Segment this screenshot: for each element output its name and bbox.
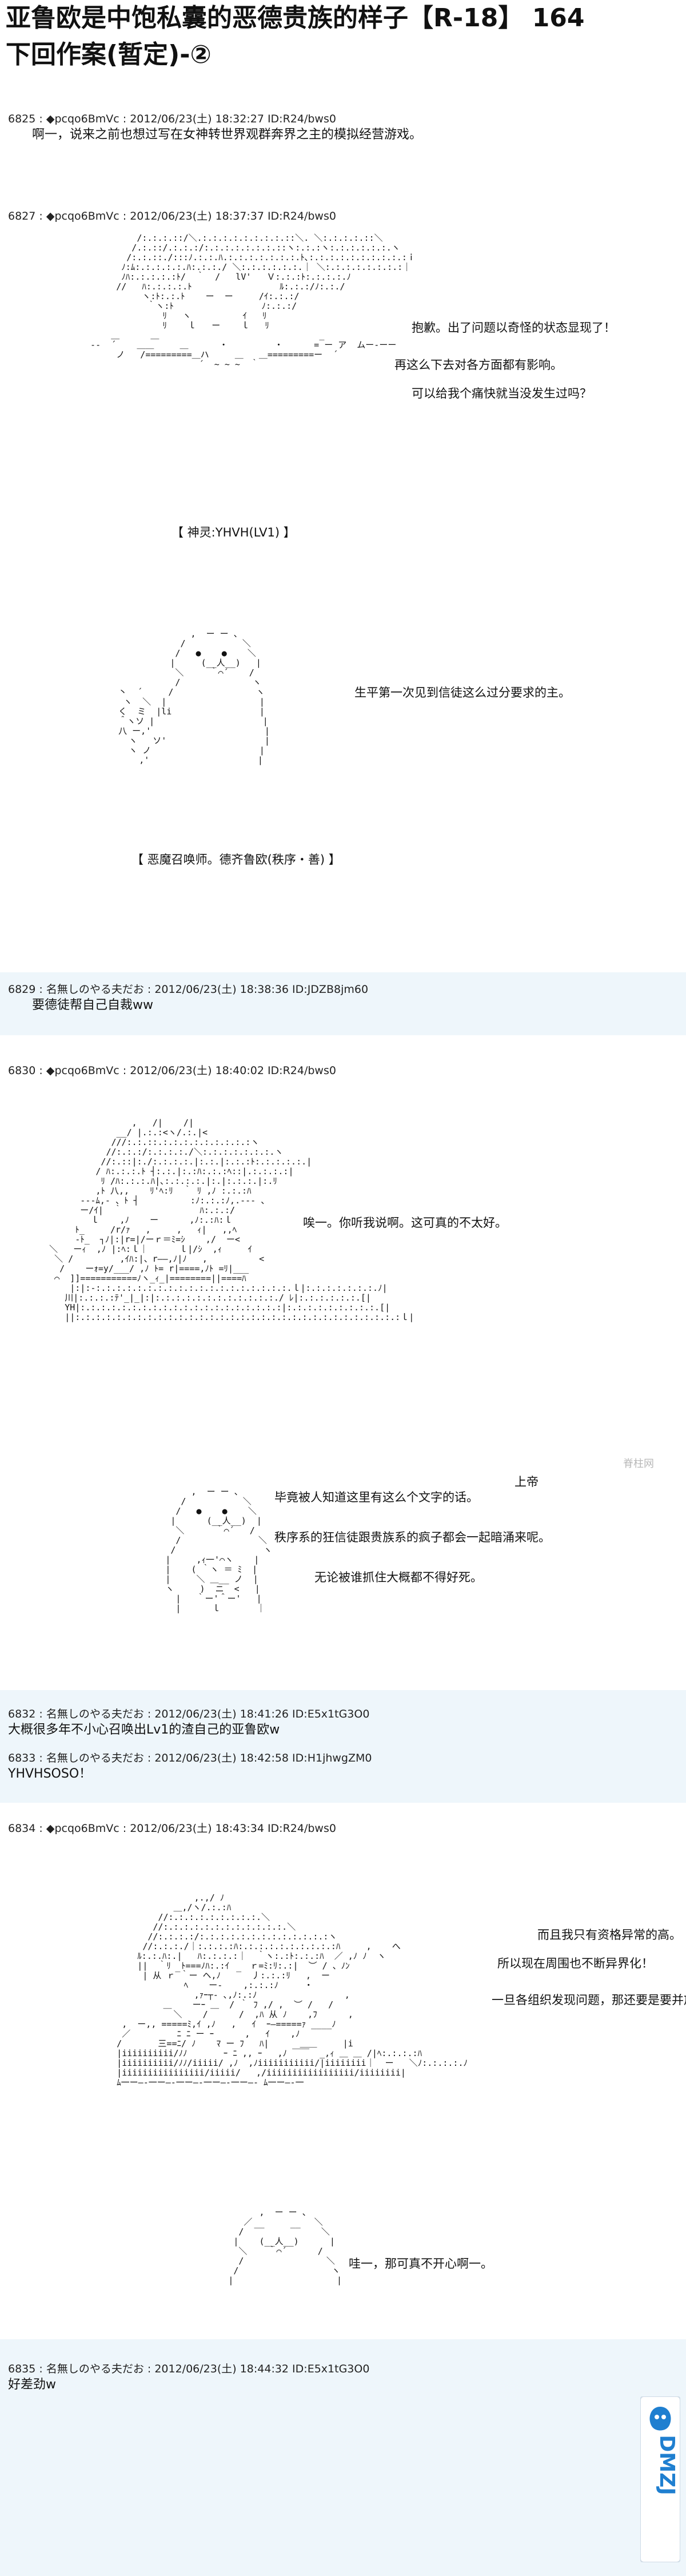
caption-6827-2: 【 恶魔召唤师。德齐鲁欧(秩序・善) 】 [131,853,341,866]
post-body-6835: 好差劲w [8,2378,56,2392]
post-body-6832: 大概很多年不小心召唤出Lv1的渣自己的亚鲁欧w [8,1723,280,1737]
post-header-6827: 6827 : ◆pcqo6BmVc : 2012/06/23(土) 18:37:… [8,210,336,222]
speech-6827-3: 可以给我个痛快就当没发生过吗？ [412,387,592,400]
post-header-6833: 6833 : 名無しのやる夫だお : 2012/06/23(土) 18:42:5… [8,1752,372,1764]
ascii-art-yaruo-3: , ー ー 、 ／ ＼ / ‾‾ ‾‾ ＼ | (__人__) | ＼ ｀⌒´ … [228,2207,342,2285]
ascii-art-yhvh: /:.:.:.::/＼.:.:.:.:.:.:.:.:.::＼. ＼:.:.:.… [90,233,416,369]
post-6835 [0,2339,686,2576]
speech-6827-2: 再这么下去对各方面都有影响。 [394,358,563,372]
caption-6827-1: 【 神灵:YHVH(LV1) 】 [172,526,296,539]
speech-6827-1: 抱歉。出了问题以奇怪的状态显现了！ [412,321,616,335]
post-6832 [0,1690,686,1737]
post-header-6825: 6825 : ◆pcqo6BmVc : 2012/06/23(土) 18:32:… [8,113,336,125]
speech-6834-4: 哇一，那可真不开心啊一。 [349,2257,493,2271]
speech-6830-4: 秩序系的狂信徒跟贵族系的疯子都会一起暗涌来呢。 [274,1531,551,1544]
post-body-6833: YHVHSOSO！ [8,1767,92,1781]
ascii-art-yhvh-3: ,.,/ ﾉ ＿,/ヽ/.:.:ﾊ //:.:.:.:.:.:.:.:.:.＼ … [117,1893,468,2088]
speech-6834-3: 一旦各组织发现问题，那还要是要并放的！ [492,1993,686,2007]
page-subtitle: 下回作案(暂定)-② [6,40,212,69]
svg-text:DMZJ: DMZJ [655,2435,679,2495]
speech-6830-3: 毕竟被人知道这里有这么个文字的话。 [274,1490,478,1504]
post-6829 [0,972,686,1035]
post-6833 [0,1737,686,1803]
post-header-6834: 6834 : ◆pcqo6BmVc : 2012/06/23(土) 18:43:… [8,1822,336,1835]
watermark: 脊柱网 [623,1458,654,1470]
post-body-6829: 要德徒帮自己自裁ww [32,998,153,1012]
speech-6834-2: 所以现在周围也不断异界化！ [497,1957,653,1970]
speech-6830-1: 唉一。你听我说啊。这可真的不太好。 [303,1216,507,1230]
ascii-art-yaruo-2: , ー ー 、 / ＼ / ● ● ＼ | (__人__) | ＼ ｀⌒´ / … [165,1486,272,1613]
ascii-art-yhvh-2: , /| /| __/ |.:.:<ヽ/.:.|< ///:.:.::.:.:.… [49,1118,414,1322]
speech-6830-2: 上帝 [514,1475,539,1489]
post-header-6830: 6830 : ◆pcqo6BmVc : 2012/06/23(土) 18:40:… [8,1064,336,1077]
speech-6830-5: 无论被谁抓住大概都不得好死。 [314,1571,482,1584]
post-header-6829: 6829 : 名無しのやる夫だお : 2012/06/23(土) 18:38:3… [8,983,369,996]
post-body-6825: 啊一，说来之前也想过写在女神转世界观群奔界之主的模拟经营游戏。 [32,128,422,142]
speech-6834-1: 而且我只有资格异常的高。 [537,1928,681,1942]
post-header-6832: 6832 : 名無しのやる夫だお : 2012/06/23(土) 18:41:2… [8,1708,370,1720]
post-header-6835: 6835 : 名無しのやる夫だお : 2012/06/23(土) 18:44:3… [8,2363,370,2375]
dmzj-logo: DMZJ [640,2396,680,2562]
speech-6827-4: 生平第一次见到信徒这么过分要求的主。 [354,686,571,699]
page-title: 亚鲁欧是中饱私囊的恶德贵族的样子【R-18】 164 [6,3,585,33]
ascii-art-yaruo-1: , ー ー 、 / ＼ / ● ● ＼ | (__人__) | ＼ ｀⌒´ / … [118,629,270,765]
